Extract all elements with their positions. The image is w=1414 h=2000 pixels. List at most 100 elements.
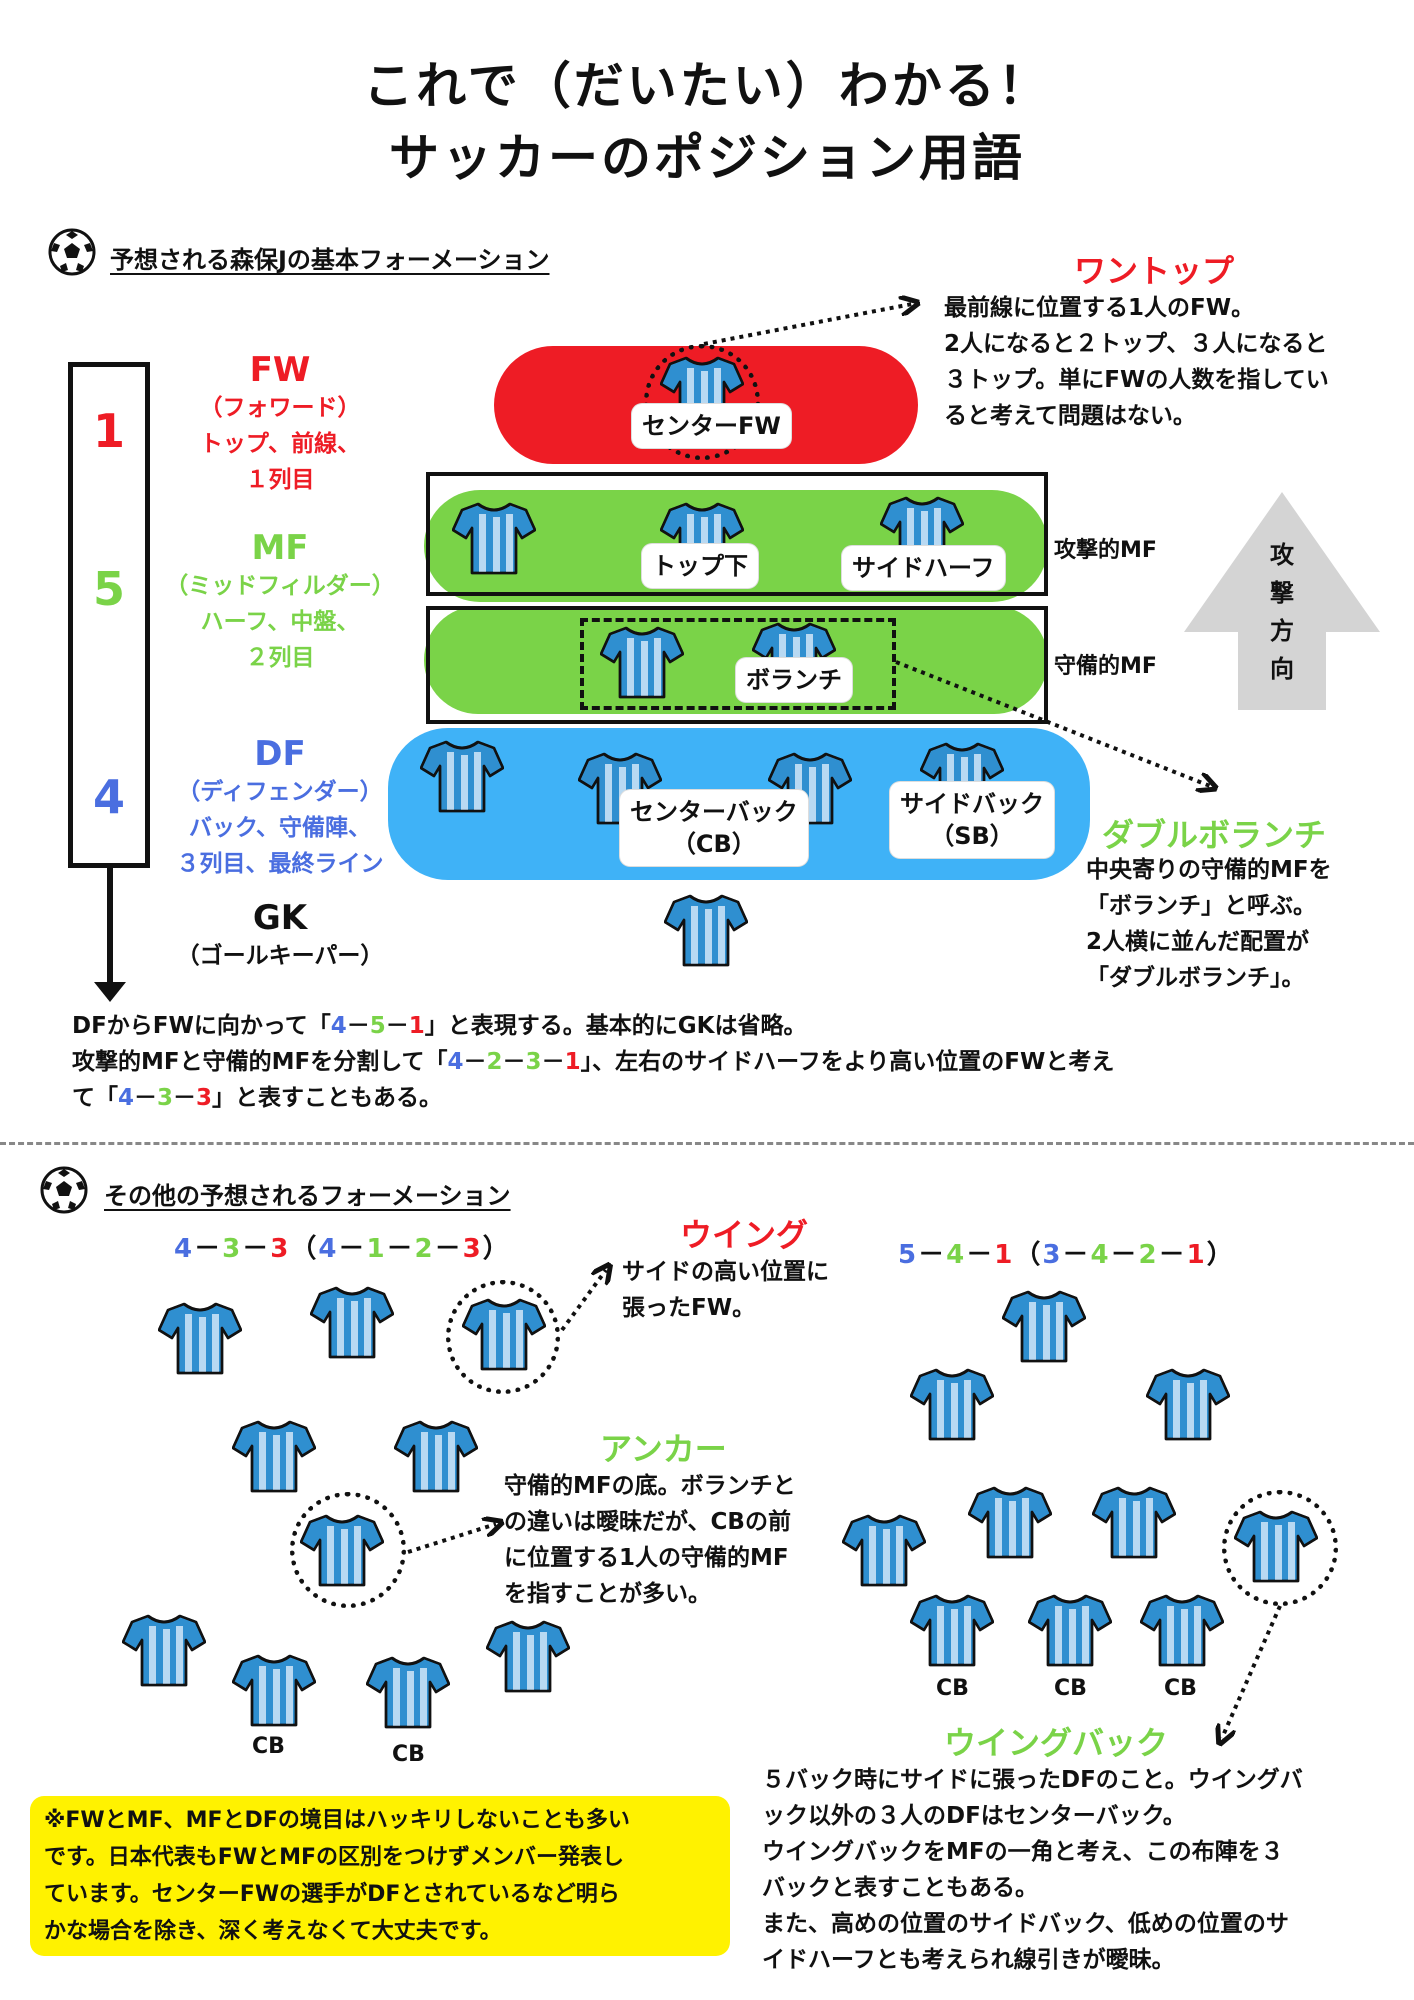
mf-block: MF （ミッドフィルダー） ハーフ、中盤、 ２列目 [140, 528, 420, 676]
anchor-highlight [290, 1492, 406, 1608]
fb-dash: － [918, 1240, 947, 1270]
mf-head: MF [251, 528, 309, 568]
one-top-line: ３トップ。単にFWの人数を指してい [944, 367, 1329, 393]
center-back-label: センターバック （CB） [620, 790, 808, 866]
wingback-line: ック以外の３人のDFはセンターバック。 [762, 1803, 1186, 1829]
fb-num: 1 [994, 1240, 1015, 1270]
fb-dash: － [1062, 1240, 1091, 1270]
explain-dash: － [541, 1049, 565, 1075]
df-block: DF （ディフェンダー） バック、守備陣、 ３列目、最終ライン [140, 734, 420, 882]
explain-dash: － [173, 1085, 197, 1111]
fb-paren: （ [1014, 1240, 1043, 1270]
fb-dash: － [1110, 1240, 1139, 1270]
explain-mf-num: 2 [486, 1049, 503, 1075]
soccer-jersey-icon [394, 1418, 478, 1494]
soccer-ball-icon [40, 1166, 88, 1214]
fw-head: FW [249, 350, 311, 390]
anchor-arrow [407, 1524, 496, 1554]
double-volante-desc: 中央寄りの守備的MFを 「ボランチ」と呼ぶ。 2人横に並んだ配置が 「ダブルボラ… [1086, 852, 1386, 996]
volante-label: ボランチ [736, 658, 852, 702]
df-sub1: （ディフェンダー） [177, 779, 383, 805]
attacking-mf-frame [426, 472, 1048, 596]
fa-dash: － [386, 1234, 415, 1264]
mf-sub2: ハーフ、中盤、 [200, 609, 360, 635]
soccer-jersey-icon [158, 1300, 242, 1376]
anchor-term: アンカー [600, 1430, 727, 1468]
explain-text: 」と表すこともある。 [212, 1085, 443, 1111]
explain-line2: 攻撃的MFと守備的MFを分割して「4－2－3－1」、左右のサイドハーフをより高い… [72, 1044, 1372, 1080]
fb-num: 4 [946, 1240, 967, 1270]
double-volante-line: 「ボランチ」と呼ぶ。 [1086, 893, 1316, 919]
explain-fw-num: 3 [196, 1085, 213, 1111]
center-back-abbr: （CB） [671, 830, 756, 858]
anchor-line: に位置する1人の守備的MF [504, 1545, 789, 1571]
wingback-line: また、高めの位置のサイドバック、低めの位置のサ [762, 1911, 1289, 1937]
attack-direction-label: 攻 撃 方 向 [1260, 536, 1304, 688]
explain-line3: て「4－3－3」と表すこともある。 [72, 1080, 1372, 1116]
note-line: ています。センターFWの選手がDFとされているなど明ら [44, 1882, 620, 1907]
fb-dash: － [1158, 1240, 1187, 1270]
mf-sub1: （ミッドフィルダー） [165, 573, 395, 599]
attack-dir-char: 攻 [1270, 541, 1294, 569]
cb-label: CB [1164, 1676, 1197, 1701]
one-top-arrow [703, 304, 912, 346]
soccer-jersey-icon [232, 1418, 316, 1494]
double-volante-line: 「ダブルボランチ」。 [1086, 965, 1305, 991]
note-box: ※FWとMF、MFとDFの境目はハッキリしないことも多い です。日本代表もFWと… [30, 1796, 730, 1956]
df-sub2: バック、守備陣、 [189, 815, 371, 841]
soccer-jersey-icon [842, 1512, 926, 1588]
fb-paren: ） [1206, 1240, 1235, 1270]
explain-df-num: 4 [118, 1085, 135, 1111]
fa-num: 1 [366, 1234, 387, 1264]
fa-paren: ） [482, 1234, 511, 1264]
soccer-jersey-icon [1002, 1288, 1086, 1364]
soccer-jersey-icon [420, 738, 504, 814]
wing-term: ウイング [680, 1216, 809, 1254]
fa-num: 3 [270, 1234, 291, 1264]
soccer-jersey-icon [1028, 1592, 1112, 1668]
fa-num: 4 [174, 1234, 195, 1264]
explain-dash: － [463, 1049, 487, 1075]
fw-block: FW （フォワード） トップ、前線、 １列目 [150, 350, 410, 498]
attack-dir-char: 向 [1270, 655, 1294, 683]
fa-dash: － [338, 1234, 367, 1264]
explain-text: DFからFWに向かって「 [72, 1013, 331, 1039]
attacking-mf-label: 攻撃的MF [1054, 538, 1157, 563]
fw-sub3: １列目 [245, 467, 315, 493]
up-arrow-icon [1184, 492, 1380, 710]
wing-arrow [560, 1270, 606, 1332]
gk-block: GK （ゴールキーパー） [140, 898, 420, 974]
fb-num: 3 [1042, 1240, 1063, 1270]
mf-sub3: ２列目 [245, 645, 315, 671]
fa-dash: － [242, 1234, 271, 1264]
fa-num: 4 [318, 1234, 339, 1264]
fb-num: 5 [898, 1240, 919, 1270]
anchor-desc: 守備的MFの底。ボランチと の違いは曖昧だが、CBの前 に位置する1人の守備的M… [504, 1468, 844, 1612]
explain-dash: － [134, 1085, 158, 1111]
explain-mf-num: 3 [157, 1085, 174, 1111]
side-back-text: サイドバック [900, 790, 1044, 818]
double-volante-term: ダブルボランチ [1102, 816, 1327, 854]
anchor-line: の違いは曖昧だが、CBの前 [504, 1509, 791, 1535]
section2-heading: その他の予想されるフォーメーション [104, 1182, 511, 1210]
soccer-jersey-icon [366, 1654, 450, 1730]
fw-sub2: トップ、前線、 [199, 431, 361, 457]
double-volante-highlight [580, 618, 896, 710]
fb-num: 2 [1138, 1240, 1159, 1270]
explain-df-num: 4 [330, 1013, 347, 1039]
soccer-jersey-icon [1092, 1484, 1176, 1560]
mf-count: 5 [92, 562, 125, 616]
wingback-arrow [1222, 1605, 1282, 1738]
fa-num: 3 [222, 1234, 243, 1264]
page-title-line2: サッカーのポジション用語 [389, 129, 1025, 187]
soccer-jersey-icon [968, 1484, 1052, 1560]
fw-count: 1 [92, 404, 125, 458]
center-back-text: センターバック [630, 798, 798, 826]
double-volante-line: 中央寄りの守備的MFを [1086, 857, 1332, 883]
wingback-desc: ５バック時にサイドに張ったDFのこと。ウイングバ ック以外の３人のDFはセンター… [762, 1762, 1402, 1978]
fb-num: 4 [1090, 1240, 1111, 1270]
explain-text: 」と表現する。基本的にGKは省略。 [424, 1013, 807, 1039]
explain-dash: － [385, 1013, 409, 1039]
page-title-line1: これで（だいたい）わかる！ [363, 57, 1051, 115]
center-fw-label: センターFW [632, 404, 791, 448]
